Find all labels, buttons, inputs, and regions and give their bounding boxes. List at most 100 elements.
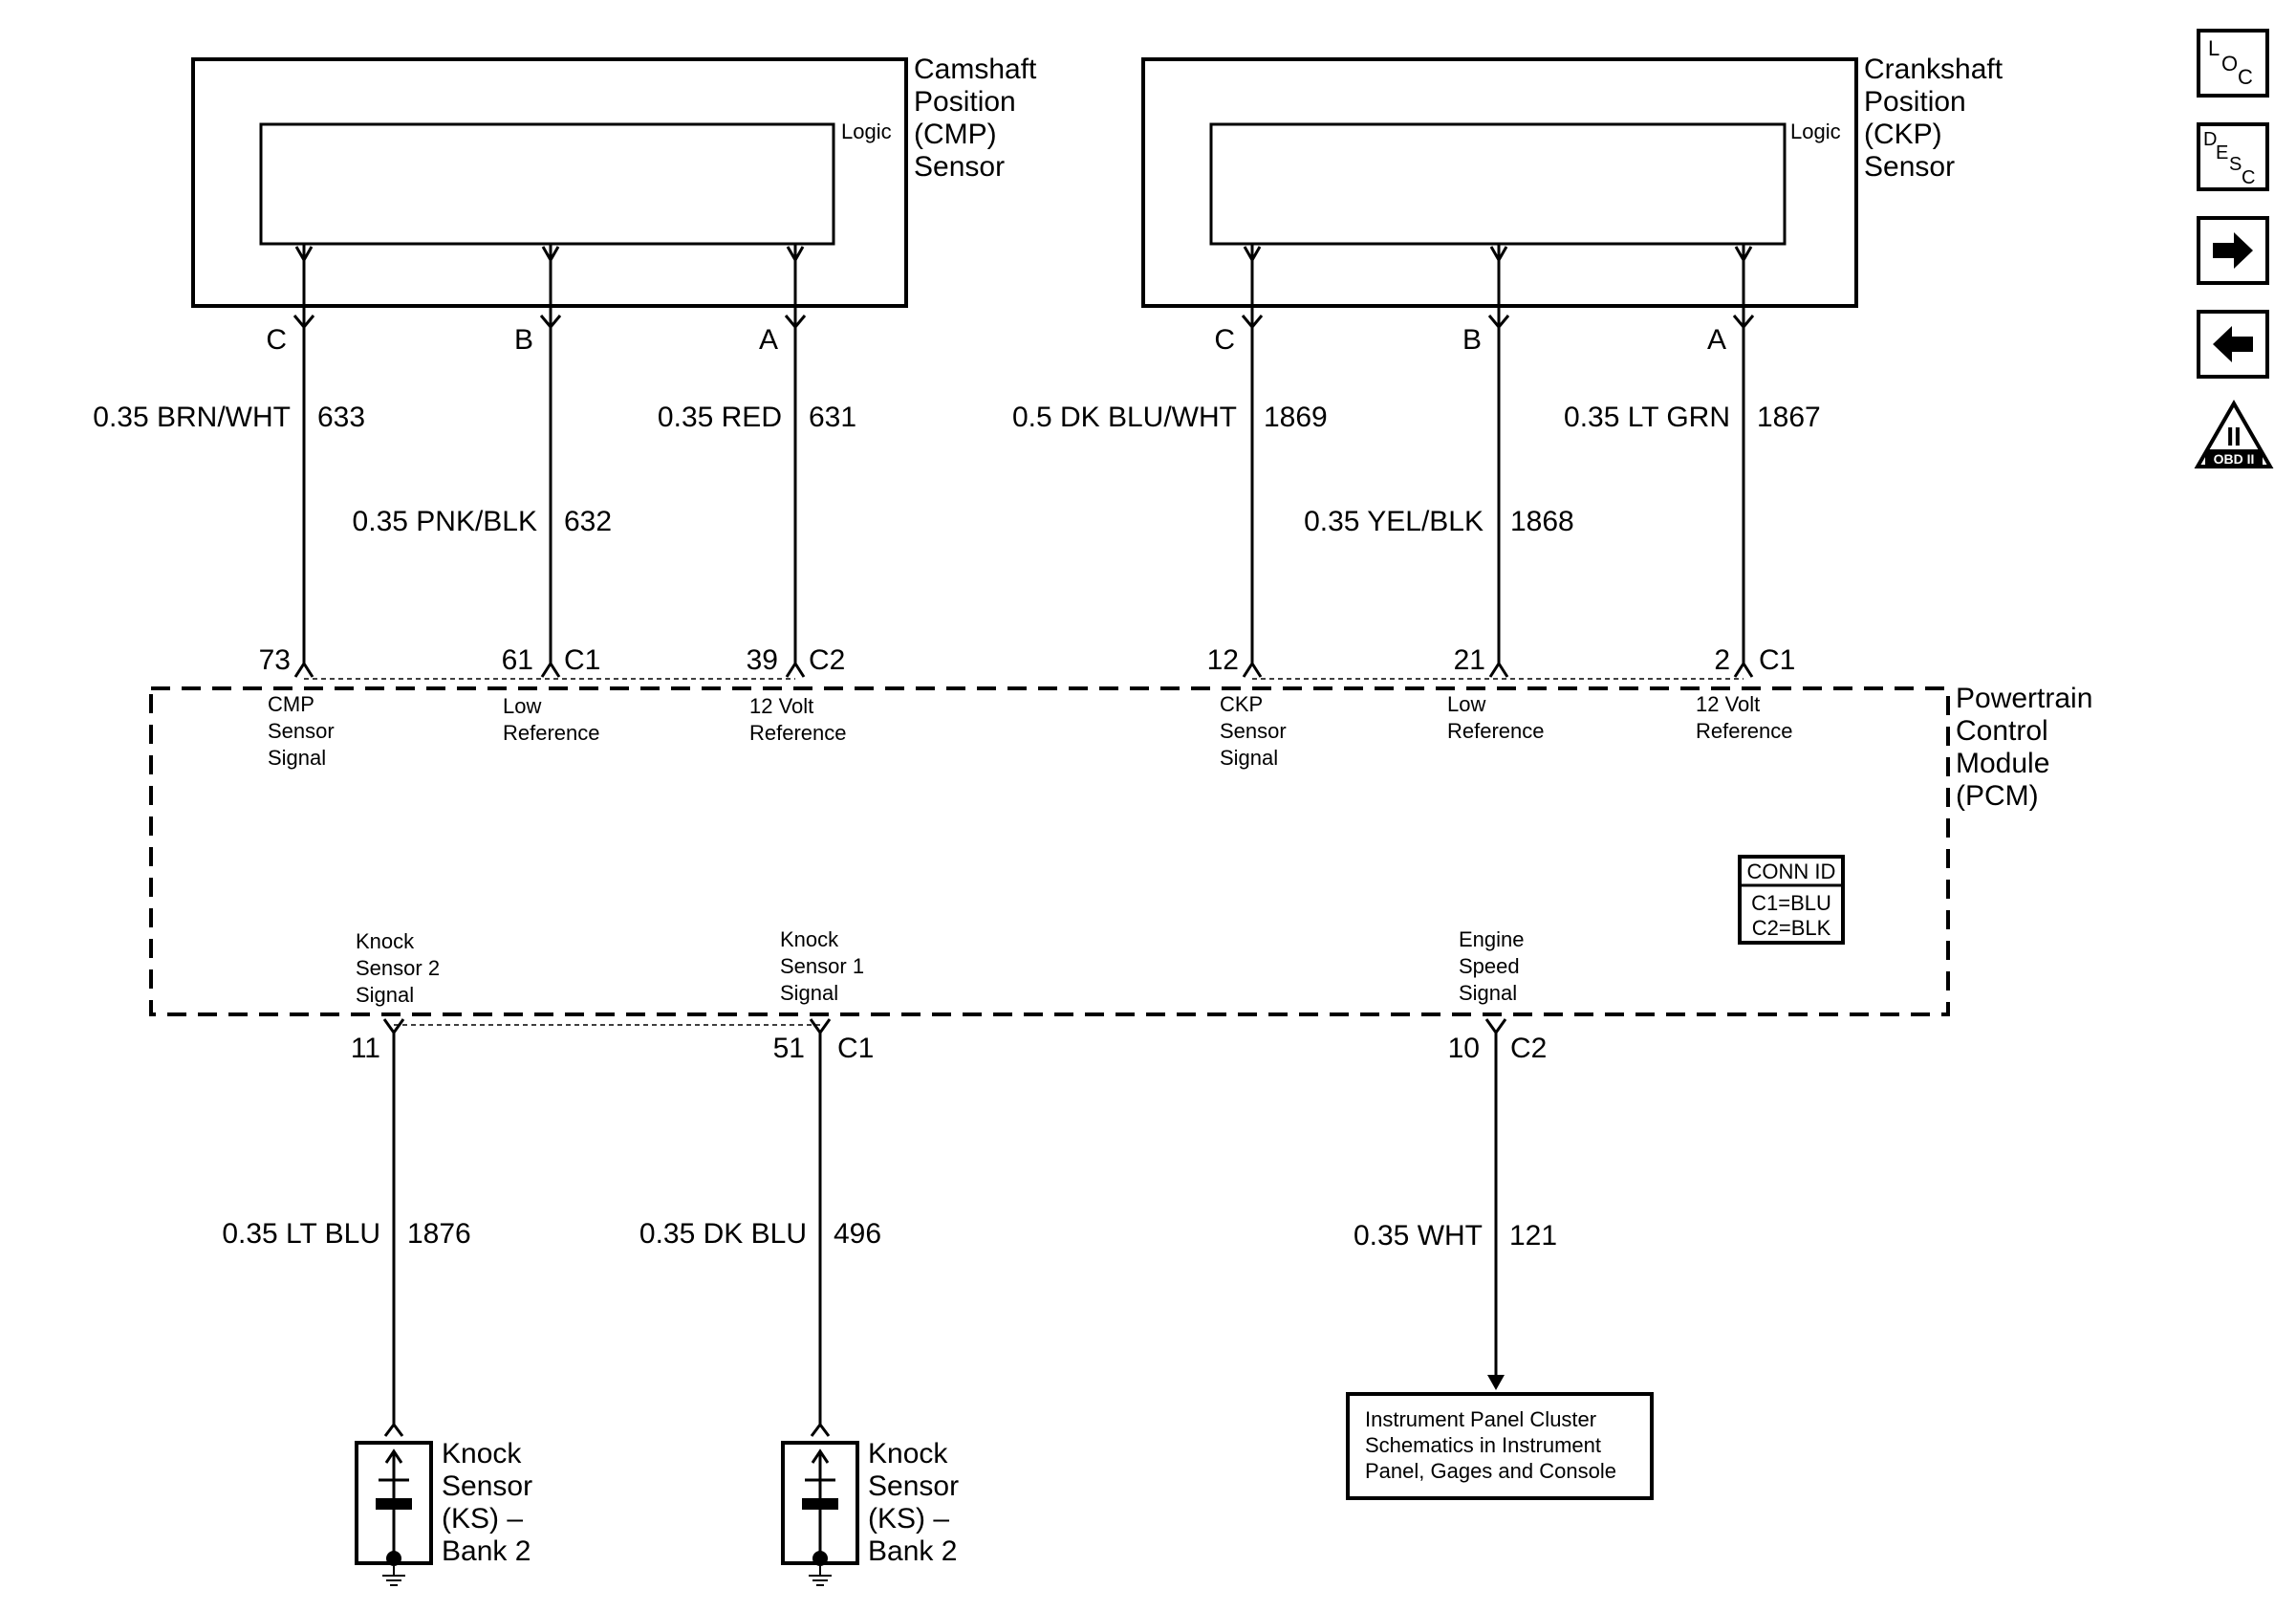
svg-text:L: L: [2208, 36, 2220, 60]
pcm-pin-label: 12 Volt: [749, 694, 813, 718]
pcm-connector-label: C1: [564, 644, 600, 676]
pcm-pin-label: Knock: [780, 927, 839, 951]
pcm-connector-label: C1: [837, 1033, 874, 1064]
pcm-cmp-labels: CMP Sensor Signal Low Reference 12 Volt …: [268, 692, 847, 770]
svg-text:D: D: [2203, 129, 2217, 150]
cmp-title-line: (CMP): [914, 119, 997, 150]
pcm-pin-73: 73: [259, 644, 291, 676]
pcm-title-line: Module: [1956, 748, 2049, 779]
pcm-title: Powertrain Control Module (PCM): [1956, 683, 2092, 812]
pcm-pin-label: Sensor: [268, 719, 335, 743]
cmp-logic-label: Logic: [841, 120, 892, 143]
ks1-wire-label: 0.35 DK BLU: [639, 1218, 807, 1250]
obd-ii-icon[interactable]: II OBD II: [2194, 399, 2274, 468]
ks1-title-line: (KS) –: [868, 1503, 949, 1535]
pcm-connector-label: C2: [1510, 1033, 1547, 1064]
pcm-connector-label: C1: [1759, 644, 1795, 676]
conn-id-line: C1=BLU: [1751, 891, 1831, 915]
obd-roman-label: II: [2226, 422, 2242, 451]
pcm-pin-label: Reference: [749, 721, 847, 745]
pcm-pin-label: CKP: [1220, 692, 1263, 716]
loc-icon[interactable]: L O C: [2197, 29, 2269, 98]
ckp-wire-c: [1241, 244, 1264, 678]
pcm-pin-label: Sensor 1: [780, 954, 864, 978]
ckp-pin-c-letter: C: [1214, 324, 1235, 356]
cmp-c-circuit: 633: [317, 402, 365, 433]
ckp-logic-box: [1209, 122, 1787, 246]
back-arrow-icon[interactable]: [2197, 310, 2269, 379]
cmp-pin-b-letter: B: [514, 324, 533, 356]
cmp-b-circuit: 632: [564, 506, 612, 537]
reference-line: Schematics in Instrument: [1365, 1433, 1601, 1457]
reference-box-text: Instrument Panel Cluster Schematics in I…: [1365, 1407, 1616, 1483]
pcm-pin-label: Reference: [1696, 719, 1793, 743]
svg-text:E: E: [2216, 142, 2228, 163]
pcm-pin-label: Reference: [503, 721, 600, 745]
engine-speed-circuit: 121: [1509, 1220, 1557, 1252]
cmp-wire-b: [539, 244, 562, 678]
ckp-title-line: Sensor: [1864, 151, 1955, 183]
cmp-title-line: Position: [914, 86, 1016, 118]
ks1-title-line: Knock: [868, 1438, 948, 1469]
ckp-pin-b-letter: B: [1462, 324, 1482, 356]
pcm-bottom-labels: Knock Sensor 2 Signal Knock Sensor 1 Sig…: [356, 927, 1525, 1007]
ckp-circuits: [1241, 244, 1755, 678]
reference-box: [1346, 1392, 1654, 1500]
pcm-title-line: Powertrain: [1956, 683, 2092, 714]
pcm-pin-label: Low: [1447, 692, 1485, 716]
pcm-pin-label: CMP: [268, 692, 314, 716]
next-arrow-icon[interactable]: [2197, 216, 2269, 285]
pcm-pin-label: Low: [503, 694, 541, 718]
ckp-title-line: Crankshaft: [1864, 54, 2004, 85]
pcm-pin-39: 39: [747, 644, 778, 676]
reference-line: Instrument Panel Cluster: [1365, 1407, 1596, 1431]
svg-text:O: O: [2221, 52, 2238, 76]
ckp-pin-a-letter: A: [1707, 324, 1726, 356]
cmp-circuits: [292, 244, 807, 678]
pcm-pin-10: 10: [1448, 1033, 1480, 1064]
pcm-ckp-labels: CKP Sensor Signal Low Reference 12 Volt …: [1220, 692, 1793, 770]
engine-speed-wire-label: 0.35 WHT: [1354, 1220, 1483, 1252]
pcm-pin-label: Signal: [780, 981, 838, 1005]
ckp-title-line: Position: [1864, 86, 1966, 118]
ks2-title-line: Sensor: [442, 1470, 532, 1502]
svg-text:S: S: [2229, 154, 2242, 175]
pcm-pin-12: 12: [1207, 644, 1239, 676]
ckp-b-wire: 0.35 YEL/BLK: [1304, 506, 1484, 537]
ckp-title-line: (CKP): [1864, 119, 1942, 150]
ks2-title-line: Bank 2: [442, 1535, 531, 1567]
obd-label: OBD II: [2214, 451, 2255, 467]
ks1-title-line: Bank 2: [868, 1535, 957, 1567]
ckp-title: Crankshaft Position (CKP) Sensor: [1864, 54, 2004, 183]
cmp-a-wire: 0.35 RED: [658, 402, 782, 433]
pcm-title-line: (PCM): [1956, 780, 2039, 812]
ks2-wire-label: 0.35 LT BLU: [222, 1218, 380, 1250]
bottom-circuits: [382, 1018, 1507, 1437]
cmp-pin-a-letter: A: [759, 324, 778, 356]
pcm-pin-label: Speed: [1459, 954, 1520, 978]
pcm-pin-11: 11: [351, 1033, 380, 1064]
ckp-wire-b: [1487, 244, 1510, 678]
ckp-c-wire: 0.5 DK BLU/WHT: [1012, 402, 1237, 433]
cmp-a-circuit: 631: [809, 402, 856, 433]
pcm-pin-51: 51: [773, 1033, 805, 1064]
cmp-pin-c-letter: C: [266, 324, 287, 356]
desc-icon[interactable]: D E S C: [2197, 122, 2269, 191]
pcm-pin-label: Signal: [356, 983, 414, 1007]
ks2-circuit: 1876: [407, 1218, 471, 1250]
ks1-title: Knock Sensor (KS) – Bank 2: [868, 1438, 959, 1567]
pcm-pin-2: 2: [1714, 644, 1730, 676]
pcm-pin-label: 12 Volt: [1696, 692, 1760, 716]
cmp-b-wire: 0.35 PNK/BLK: [353, 506, 537, 537]
pcm-connector-label: C2: [809, 644, 845, 676]
ckp-a-circuit: 1867: [1757, 402, 1821, 433]
conn-id-title: CONN ID: [1747, 860, 1836, 883]
pcm-pin-label: Sensor: [1220, 719, 1287, 743]
conn-id-line: C2=BLK: [1752, 916, 1831, 940]
ckp-b-circuit: 1868: [1510, 506, 1574, 537]
pcm-pin-21: 21: [1454, 644, 1485, 676]
cmp-c-wire: 0.35 BRN/WHT: [93, 402, 291, 433]
ks2-title-line: (KS) –: [442, 1503, 523, 1535]
reference-line: Panel, Gages and Console: [1365, 1459, 1616, 1483]
